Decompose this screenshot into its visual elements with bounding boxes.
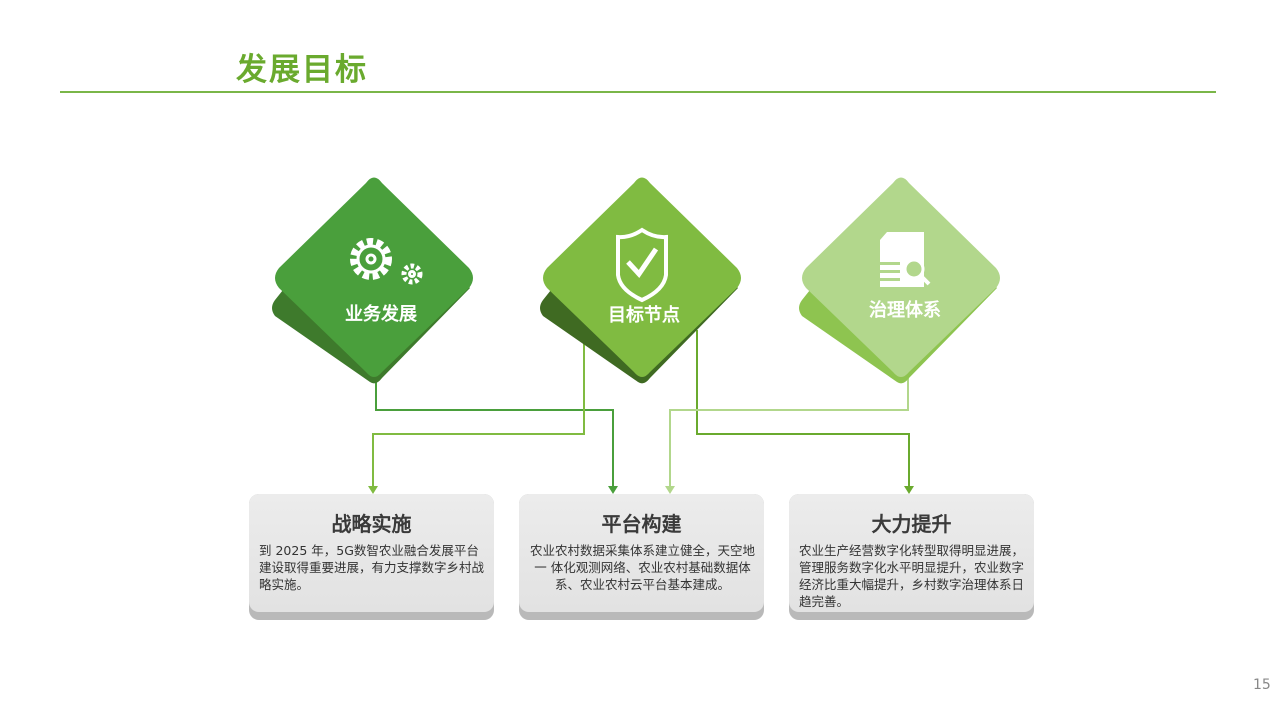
connector-2 [372,330,585,486]
arrowhead [608,486,618,494]
diamond-business [272,177,473,384]
diamond-label: 业务发展 [345,304,417,325]
diamond-label: 治理体系 [869,300,941,321]
arrowhead [368,486,378,494]
connector-3 [696,330,910,486]
card-text: 农业农村数据采集体系建立健全，天空地一 体化观测网络、农业农村基础数据体系、农业… [529,543,755,592]
connector-4 [669,370,909,486]
connector-1 [375,370,614,486]
card-title: 大力提升 [871,512,952,536]
card-platform: 平台构建 农业农村数据采集体系建立健全，天空地一 体化观测网络、农业农村基础数据… [519,494,764,620]
diamond-target [540,177,741,384]
shield-check-icon [616,227,668,303]
document-search-icon [880,232,931,287]
card-text: 到 2025 年，5G数智农业融合发展平台建设取得重要进展，有力支撑数字乡村战略… [259,543,485,592]
gears-icon [350,238,423,285]
arrowhead [665,486,675,494]
card-title: 平台构建 [601,512,682,536]
page-number: 15 [1253,677,1271,693]
title-divider [60,91,1216,93]
card-title: 战略实施 [331,512,412,536]
card-strategy: 战略实施 到 2025 年，5G数智农业融合发展平台建设取得重要进展，有力支撑数… [249,494,494,620]
card-text: 农业生产经营数字化转型取得明显进展，管理服务数字化水平明显提升，农业数字经济比重… [799,543,1025,609]
page-title: 发展目标 [236,52,368,88]
card-improve: 大力提升 农业生产经营数字化转型取得明显进展，管理服务数字化水平明显提升，农业数… [789,494,1034,620]
diamond-label: 目标节点 [608,305,680,326]
arrowhead [904,486,914,494]
